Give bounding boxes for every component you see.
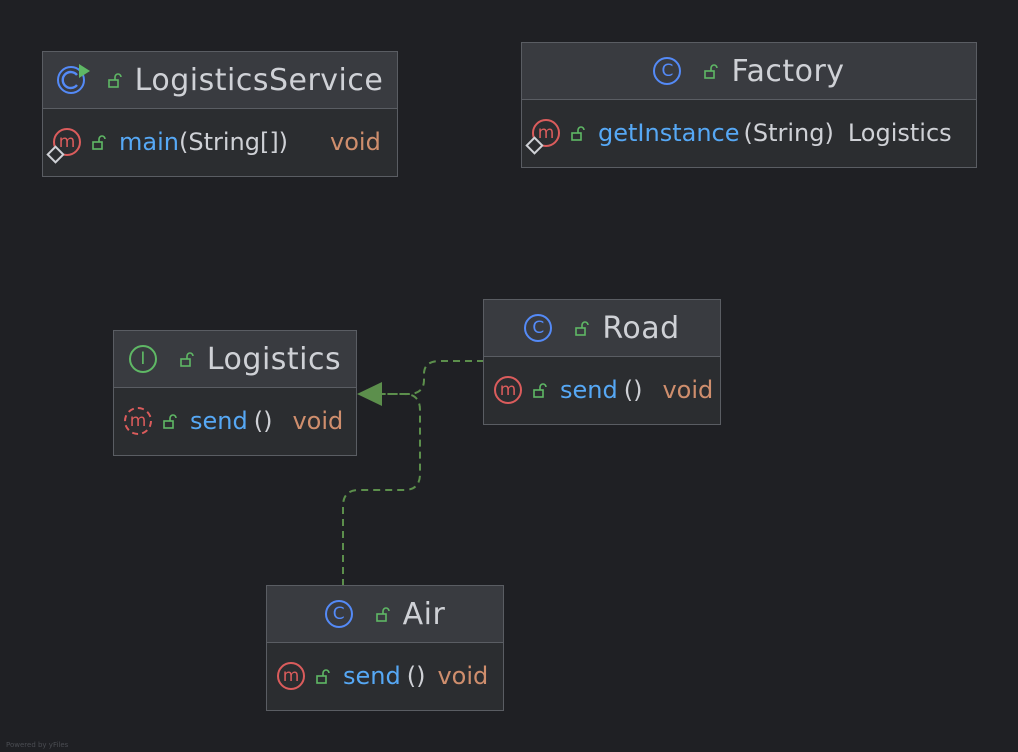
node-header[interactable]: C Road [484, 300, 720, 357]
class-icon: C [324, 600, 353, 628]
unlocked-visibility-icon [532, 382, 548, 398]
unlocked-visibility-icon [315, 668, 331, 684]
method-icon-glyph: m [58, 131, 76, 152]
edge-air-implements-logistics [342, 393, 421, 586]
interface-icon: I [128, 345, 157, 373]
method-icon: m [46, 127, 81, 164]
method-name: main [119, 127, 179, 156]
node-title: LogisticsService [134, 62, 384, 98]
node-logistics-service[interactable]: LogisticsService m main (String[]) void [42, 51, 398, 177]
node-title: Logistics [206, 341, 342, 377]
method-row[interactable]: m main (String[]) void [43, 109, 397, 174]
return-type: void [292, 406, 344, 435]
return-type: void [437, 661, 489, 690]
method-params: (String) [743, 118, 834, 147]
method-row[interactable]: m send () void [267, 643, 503, 708]
method-params: () [623, 375, 643, 404]
interface-icon-glyph: I [140, 349, 146, 369]
edge-road-implements-logistics [382, 360, 484, 395]
node-title: Factory [731, 53, 845, 89]
run-badge-icon [78, 64, 90, 78]
method-icon: m [525, 118, 560, 155]
node-header[interactable]: C Air [267, 586, 503, 643]
method-icon-glyph: m [537, 122, 555, 143]
unlocked-visibility-icon [703, 63, 719, 79]
method-icon-glyph: m [129, 410, 147, 431]
return-type: Logistics [847, 118, 952, 147]
class-icon: C [653, 57, 682, 85]
node-road[interactable]: C Road m send () void [483, 299, 721, 425]
unlocked-visibility-icon [570, 125, 586, 141]
method-params: () [406, 661, 426, 690]
method-name: getInstance [598, 118, 740, 147]
implements-arrowhead [357, 382, 382, 406]
unlocked-visibility-icon [574, 320, 590, 336]
method-icon: m [494, 375, 522, 404]
node-air[interactable]: C Air m send () void [266, 585, 504, 711]
node-header[interactable]: LogisticsService [43, 52, 397, 109]
node-header[interactable]: C Factory [522, 43, 976, 100]
method-row[interactable]: m getInstance (String) Logistics [522, 100, 976, 165]
unlocked-visibility-icon [162, 413, 178, 429]
node-title: Air [402, 596, 446, 632]
method-icon-glyph: m [282, 665, 300, 686]
method-name: send [560, 375, 618, 404]
unlocked-visibility-icon [107, 72, 123, 88]
method-name: send [343, 661, 401, 690]
class-icon-glyph: C [661, 61, 674, 81]
footer-credit: Powered by yFiles [6, 741, 69, 749]
method-row[interactable]: m send () void [114, 388, 356, 453]
method-icon-glyph: m [499, 379, 517, 400]
method-params: () [253, 406, 273, 435]
class-icon-glyph: C [532, 318, 545, 338]
method-params: (String[]) [178, 127, 289, 156]
node-factory[interactable]: C Factory m getInstance (String) Logisti… [521, 42, 977, 168]
unlocked-visibility-icon [91, 134, 107, 150]
method-icon: m [277, 661, 305, 690]
node-logistics[interactable]: I Logistics m send () void [113, 330, 357, 456]
unlocked-visibility-icon [375, 606, 391, 622]
class-icon: C [524, 314, 553, 342]
return-type: void [330, 127, 381, 156]
abstract-method-icon: m [124, 406, 152, 435]
method-row[interactable]: m send () void [484, 357, 720, 422]
node-title: Road [602, 310, 680, 346]
method-name: send [190, 406, 248, 435]
node-header[interactable]: I Logistics [114, 331, 356, 388]
class-icon-glyph: C [332, 604, 345, 624]
return-type: void [662, 375, 714, 404]
unlocked-visibility-icon [179, 351, 195, 367]
runnable-class-icon [56, 64, 90, 94]
